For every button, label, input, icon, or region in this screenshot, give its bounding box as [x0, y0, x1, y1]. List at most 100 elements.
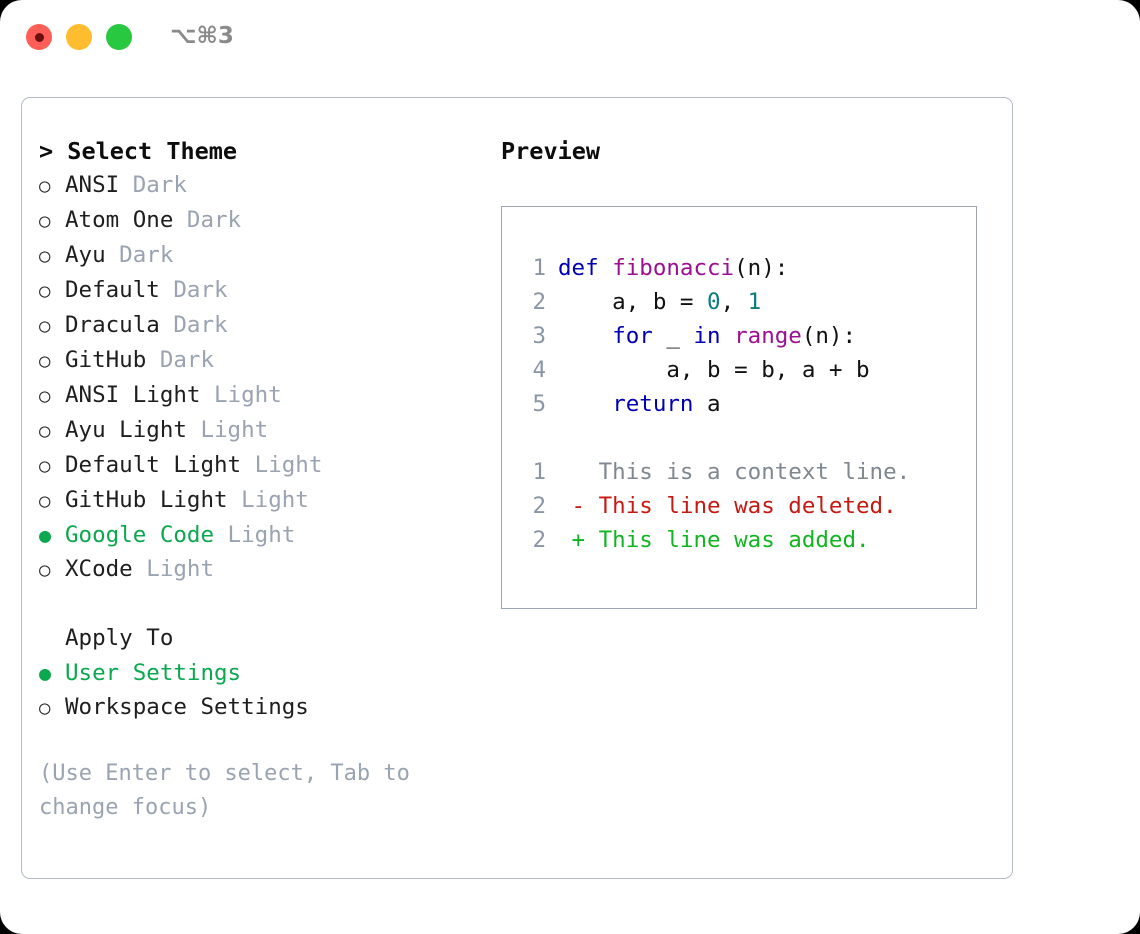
code-diff-spacer — [520, 421, 976, 455]
close-button-icon[interactable] — [26, 24, 52, 50]
radio-empty-icon: ○ — [39, 559, 51, 581]
apply-to-heading-bullet-placeholder: ○ — [39, 622, 65, 656]
radio-selected-icon: ● — [39, 661, 52, 685]
radio-empty-icon: ○ — [39, 210, 51, 232]
theme-option-github[interactable]: ○ GitHub Dark — [39, 343, 479, 378]
theme-variant-tag: Dark — [119, 172, 187, 198]
theme-variant-tag: Light — [214, 522, 296, 548]
theme-option-label: ANSI Light — [65, 382, 201, 408]
line-number: 2 — [532, 527, 546, 553]
line-number: 5 — [532, 391, 546, 417]
code-line: 4 a, b = b, a + b — [520, 353, 976, 387]
radio-empty-icon: ○ — [39, 280, 51, 302]
theme-option-ansi-light[interactable]: ○ ANSI Light Light — [39, 378, 479, 413]
diff-line: 2 - This line was deleted. — [520, 489, 976, 523]
code-token: a, b = — [558, 289, 708, 315]
code-token: fibonacci — [612, 255, 735, 281]
keyboard-hint-text: (Use Enter to select, Tab to change focu… — [39, 761, 410, 820]
radio-empty-icon: ○ — [39, 175, 51, 197]
code-token: return — [612, 391, 694, 417]
code-token — [721, 323, 735, 349]
radio-empty-icon: ○ — [39, 385, 51, 407]
apply-to-option-label: User Settings — [65, 660, 242, 686]
code-token: (n): — [734, 255, 789, 281]
line-number: 1 — [532, 459, 546, 485]
theme-variant-tag: Dark — [159, 277, 228, 303]
preview-heading: Preview — [501, 137, 601, 165]
window-controls — [26, 24, 132, 50]
theme-option-label: ANSI — [65, 172, 120, 198]
theme-option-github-light[interactable]: ○GitHub Light Light — [39, 483, 479, 518]
apply-to-option-list: ● User Settings ○ Workspace Settings — [39, 656, 479, 725]
theme-option-list: ○ANSI Dark○Atom One Dark○Ayu Dark○Defaul… — [39, 168, 479, 587]
code-token: in — [693, 323, 721, 349]
theme-option-ansi[interactable]: ○ ANSI Dark — [39, 168, 479, 203]
code-token — [599, 255, 613, 281]
apply-to-option-user-settings[interactable]: ● User Settings — [39, 656, 479, 690]
line-number: 2 — [532, 289, 546, 315]
code-line: 5 return a — [520, 387, 976, 421]
minimize-button-icon[interactable] — [66, 24, 92, 50]
code-token: for — [612, 323, 653, 349]
code-token: + This line was added. — [558, 527, 870, 553]
theme-option-ayu-light[interactable]: ○Ayu Light Light — [39, 413, 479, 448]
theme-option-label: GitHub Light — [65, 487, 228, 513]
theme-option-label: XCode — [65, 556, 133, 582]
title-bar: ⌥⌘3 — [0, 0, 1140, 80]
line-number: 2 — [532, 493, 546, 519]
theme-variant-tag: Dark — [146, 347, 215, 373]
theme-variant-tag: Light — [186, 417, 269, 443]
theme-option-label: Google Code — [65, 522, 215, 548]
theme-variant-tag: Light — [200, 382, 282, 408]
theme-option-google-code[interactable]: ●Google Code Light — [39, 518, 479, 552]
theme-option-default-light[interactable]: ○Default Light Light — [39, 448, 479, 483]
theme-variant-tag: Light — [132, 556, 215, 582]
radio-empty-icon: ○ — [39, 697, 51, 719]
theme-selection-column: > Select Theme ○ANSI Dark○Atom One Dark○… — [39, 134, 479, 825]
code-token: a, b = b, a + b — [558, 357, 870, 383]
theme-variant-tag: Dark — [159, 312, 228, 338]
radio-empty-icon: ○ — [39, 315, 51, 337]
code-token: 1 — [747, 289, 762, 315]
theme-option-ayu[interactable]: ○Ayu Dark — [39, 238, 479, 273]
code-token: (n): — [801, 323, 857, 349]
apply-to-heading-row: ○ Apply To — [39, 621, 479, 656]
code-line: 3 for _ in range(n): — [520, 319, 976, 353]
theme-option-label: GitHub — [65, 347, 147, 373]
code-token: 0 — [707, 289, 721, 315]
code-token: - This line was deleted. — [558, 493, 897, 519]
code-line: 2 a, b = 0, 1 — [520, 285, 976, 319]
theme-option-label: Ayu — [65, 242, 106, 268]
theme-option-label: Default — [65, 277, 160, 303]
line-number: 3 — [532, 323, 546, 349]
apply-to-option-label: Workspace Settings — [65, 694, 309, 720]
list-spacer — [39, 587, 479, 621]
maximize-button-icon[interactable] — [106, 24, 132, 50]
diff-line: 2 + This line was added. — [520, 523, 976, 557]
radio-empty-icon: ○ — [39, 420, 51, 442]
theme-variant-tag: Light — [227, 487, 309, 513]
theme-option-label: Dracula — [65, 312, 160, 338]
code-token: _ — [652, 323, 694, 349]
apply-to-option-workspace-settings[interactable]: ○ Workspace Settings — [39, 690, 479, 725]
code-token: def — [558, 255, 599, 281]
code-token: range — [734, 323, 802, 349]
theme-option-label: Default Light — [65, 452, 242, 478]
theme-option-atom-one[interactable]: ○ Atom One Dark — [39, 203, 479, 238]
theme-option-label: Atom One — [65, 207, 174, 233]
theme-option-dracula[interactable]: ○ Dracula Dark — [39, 308, 479, 343]
select-theme-heading: > Select Theme — [39, 137, 238, 165]
code-token — [558, 323, 612, 349]
code-token: , — [720, 289, 748, 315]
radio-empty-icon: ○ — [39, 350, 51, 372]
theme-variant-tag: Dark — [173, 207, 242, 233]
theme-option-xcode[interactable]: ○ XCode Light — [39, 552, 479, 587]
theme-variant-tag: Dark — [105, 242, 174, 268]
diff-sample: 1 This is a context line.2 - This line w… — [520, 455, 976, 557]
code-token — [558, 391, 612, 417]
theme-option-default[interactable]: ○ Default Dark — [39, 273, 479, 308]
